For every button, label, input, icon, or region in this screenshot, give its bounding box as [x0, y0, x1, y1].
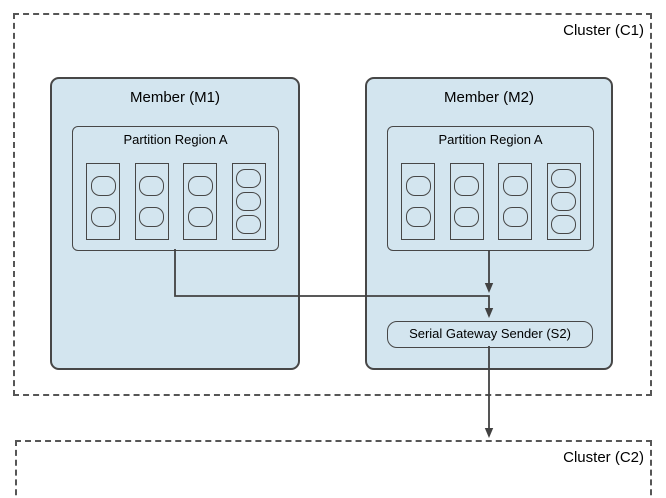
cluster-c1-label: Cluster (C1): [563, 22, 644, 39]
member-m1-box: Member (M1) Partition Region A: [50, 77, 300, 370]
entry-oval: [139, 176, 165, 196]
entry-oval: [236, 215, 262, 234]
bucket-column: [231, 163, 266, 240]
member-m2-box: Member (M2) Partition Region A Serial Ga…: [365, 77, 613, 370]
cluster-c2-label: Cluster (C2): [563, 449, 644, 466]
entry-oval: [90, 207, 116, 227]
entry-oval: [551, 215, 577, 234]
member-m2-bucket-row: [401, 163, 581, 240]
entry-oval: [236, 169, 262, 188]
entry-oval: [551, 169, 577, 188]
entry-oval: [90, 176, 116, 196]
entry-oval: [187, 176, 213, 196]
member-m1-label: Member (M1): [129, 89, 220, 106]
member-m1-partition-label: Partition Region A: [123, 132, 228, 147]
bucket-column: [546, 163, 581, 240]
entry-oval: [502, 176, 528, 196]
entry-oval: [551, 192, 577, 211]
bucket-column: [86, 163, 120, 240]
entry-oval: [236, 192, 262, 211]
entry-oval: [187, 207, 213, 227]
entry-oval: [405, 176, 431, 196]
bucket-column: [449, 163, 484, 240]
bucket-column: [134, 163, 169, 240]
entry-oval: [405, 207, 431, 227]
member-m2-partition-region: Partition Region A: [387, 126, 594, 251]
serial-gateway-sender-box: Serial Gateway Sender (S2): [387, 321, 593, 348]
entry-oval: [454, 176, 480, 196]
bucket-column: [401, 163, 435, 240]
member-m1-bucket-row: [86, 163, 266, 240]
member-m2-partition-label: Partition Region A: [438, 132, 543, 147]
member-m1-partition-region: Partition Region A: [72, 126, 279, 251]
entry-oval: [454, 207, 480, 227]
cluster-c2-box: Cluster (C2): [15, 440, 652, 498]
bucket-column: [183, 163, 218, 240]
entry-oval: [139, 207, 165, 227]
entry-oval: [502, 207, 528, 227]
bucket-column: [498, 163, 533, 240]
member-m2-label: Member (M2): [443, 89, 534, 106]
cluster-c1-box: Cluster (C1): [13, 13, 652, 396]
arrowhead-cluster-c2: [484, 428, 494, 438]
